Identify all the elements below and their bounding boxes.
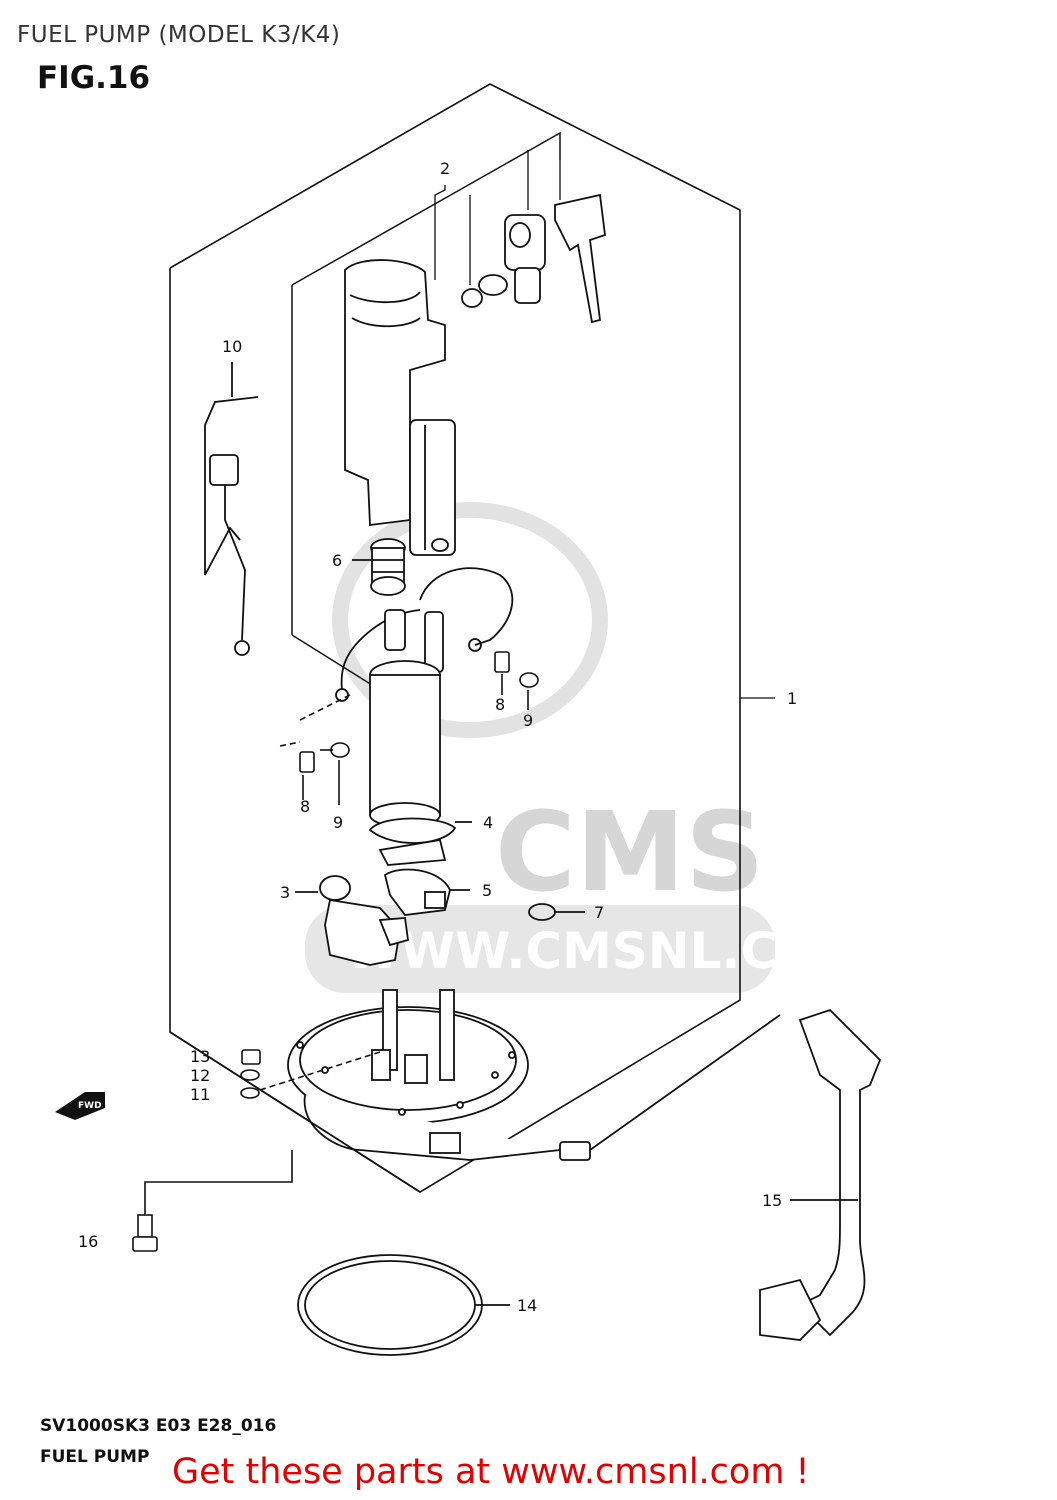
watermark-url: WWW.CMSNL.COM [345, 922, 870, 980]
callout-10: 10 [222, 337, 242, 356]
callout-12: 12 [190, 1066, 210, 1085]
page-title: FUEL PUMP (MODEL K3/K4) [17, 22, 341, 48]
callout-15: 15 [762, 1191, 782, 1210]
callout-14: 14 [517, 1296, 537, 1315]
ground-wire [204, 362, 259, 656]
mounting-plate [287, 989, 591, 1161]
o-ring-large [169, 1031, 510, 1356]
watermark: CMS WWW.CMSNL.COM [305, 502, 870, 993]
fuel-hose [589, 1008, 882, 1341]
diagram-name: FUEL PUMP [40, 1447, 150, 1467]
pump-bracket [368, 817, 472, 916]
cta-link[interactable]: Get these parts at www.cmsnl.com ! [172, 1452, 810, 1492]
fwd-label: FWD [78, 1101, 102, 1111]
pressure-regulator [461, 193, 606, 324]
o-ring-small [528, 903, 585, 921]
callout-numbers: 1 2 3 4 5 6 7 8 8 9 9 10 11 12 13 14 15 … [78, 159, 797, 1315]
grommet [352, 538, 406, 596]
callout-9b: 9 [333, 813, 343, 832]
figure-label: FIG.16 [37, 60, 151, 96]
callout-9a: 9 [523, 711, 533, 730]
clamp-and-screw [279, 651, 539, 805]
forward-arrow: FWD [55, 1092, 105, 1120]
callout-6: 6 [332, 551, 342, 570]
callout-3: 3 [280, 883, 290, 902]
bolt [132, 1150, 293, 1252]
leader-lines-top [434, 150, 561, 285]
watermark-brand: CMS [495, 788, 764, 916]
fasteners [240, 1049, 381, 1099]
callout-16: 16 [78, 1232, 98, 1251]
callout-1: 1 [787, 689, 797, 708]
callout-13: 13 [190, 1047, 210, 1066]
callout-8b: 8 [300, 797, 310, 816]
pump-subassembly-outline [291, 131, 561, 691]
callout-2: 2 [440, 159, 450, 178]
callout-11: 11 [190, 1085, 210, 1104]
diagram-code: SV1000SK3 E03 E28_016 [40, 1416, 277, 1436]
callout-5: 5 [482, 881, 492, 900]
callout-8a: 8 [495, 695, 505, 714]
callout-7: 7 [594, 903, 604, 922]
fuel-filter [344, 259, 456, 556]
pump-motor [369, 609, 444, 828]
callout-4: 4 [483, 813, 493, 832]
fuel-sender [295, 875, 409, 966]
